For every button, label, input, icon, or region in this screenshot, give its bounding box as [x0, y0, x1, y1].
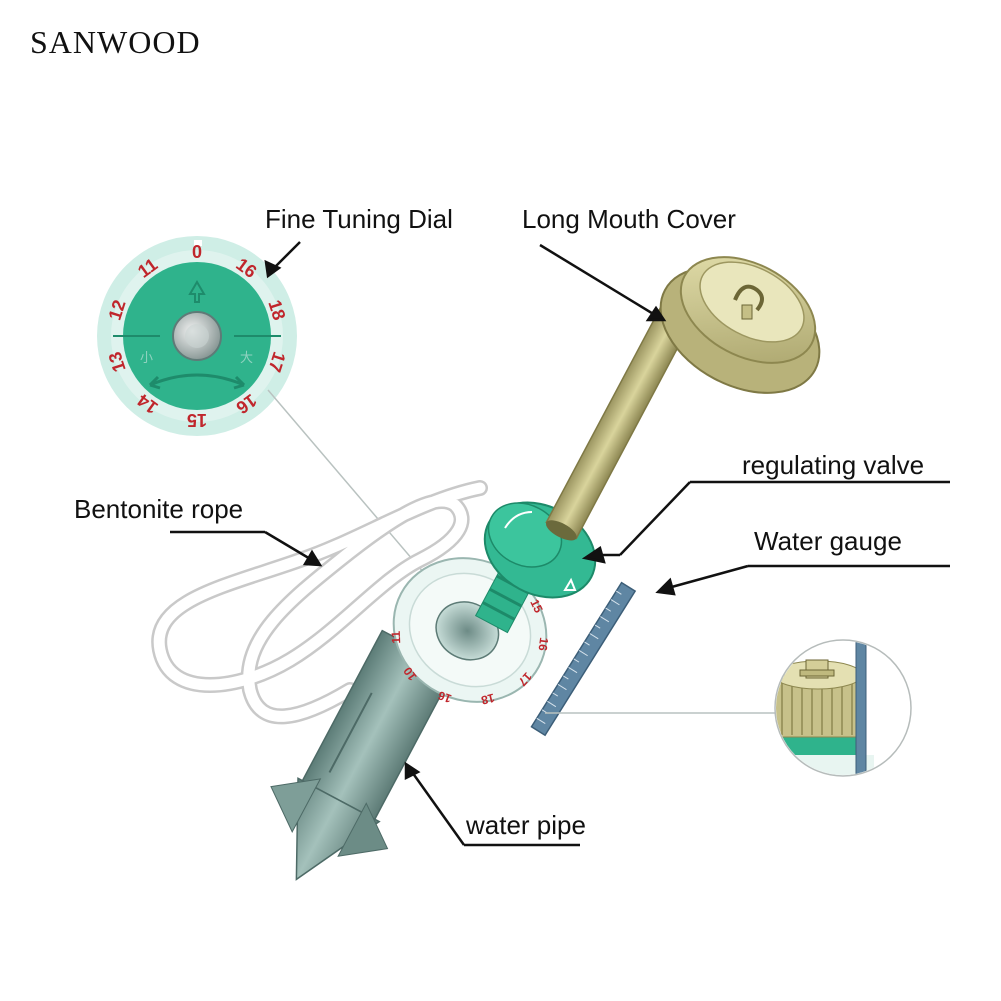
dial-number: 15	[187, 410, 207, 430]
label-fine-tuning-dial: Fine Tuning Dial	[265, 204, 453, 234]
brand-logo: SANWOOD	[30, 24, 201, 60]
flange-dial-number: 11	[389, 630, 403, 643]
dial-small-char: 小	[140, 351, 153, 366]
long-rod	[545, 305, 693, 541]
callout-lines	[170, 241, 950, 847]
water-gauge	[530, 581, 637, 737]
inset-detail	[774, 639, 912, 777]
label-bentonite-rope: Bentonite rope	[74, 494, 244, 524]
flange-dial-number: 16	[436, 688, 454, 706]
label-water-gauge: Water gauge	[754, 526, 902, 556]
bentonite-rope	[151, 480, 488, 725]
dial-leader-line	[267, 389, 431, 581]
long-mouth-cover	[659, 256, 821, 394]
label-long-mouth-cover: Long Mouth Cover	[522, 204, 736, 234]
flange-dial-number: 18	[479, 691, 496, 708]
dial-number: 0	[192, 242, 202, 262]
label-water-pipe: water pipe	[466, 810, 586, 840]
dial-large-char: 大	[240, 351, 253, 366]
flange-dial-number: 16	[535, 637, 551, 652]
flange-dial-number: 15	[527, 597, 546, 615]
label-regulating-valve: regulating valve	[742, 450, 925, 480]
